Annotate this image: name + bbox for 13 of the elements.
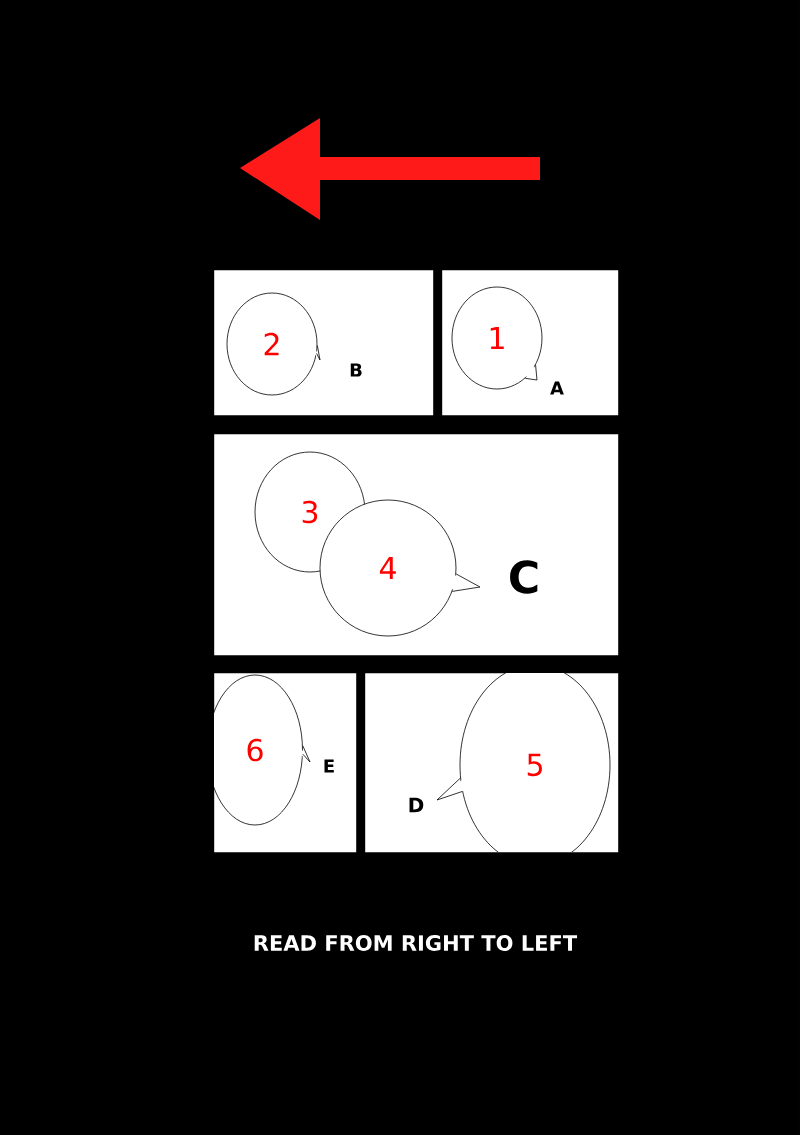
speech-bubble: 5 [436, 673, 611, 852]
speaker-letter: A [550, 381, 564, 395]
caption-text: READ FROM RIGHT TO LEFT [254, 935, 578, 951]
speech-bubble: 2 [226, 292, 321, 396]
speech-bubble: 6 [214, 674, 311, 826]
speaker-letter: E [324, 759, 334, 773]
speech-bubble: 4 [319, 499, 481, 637]
speaker-letter: B [350, 363, 362, 377]
node-label: 5 [527, 753, 542, 777]
node-label: 6 [247, 738, 263, 762]
speaker-letter: D [409, 797, 424, 813]
speaker-letter: C [510, 560, 538, 594]
speech-bubble: 1 [451, 286, 543, 390]
